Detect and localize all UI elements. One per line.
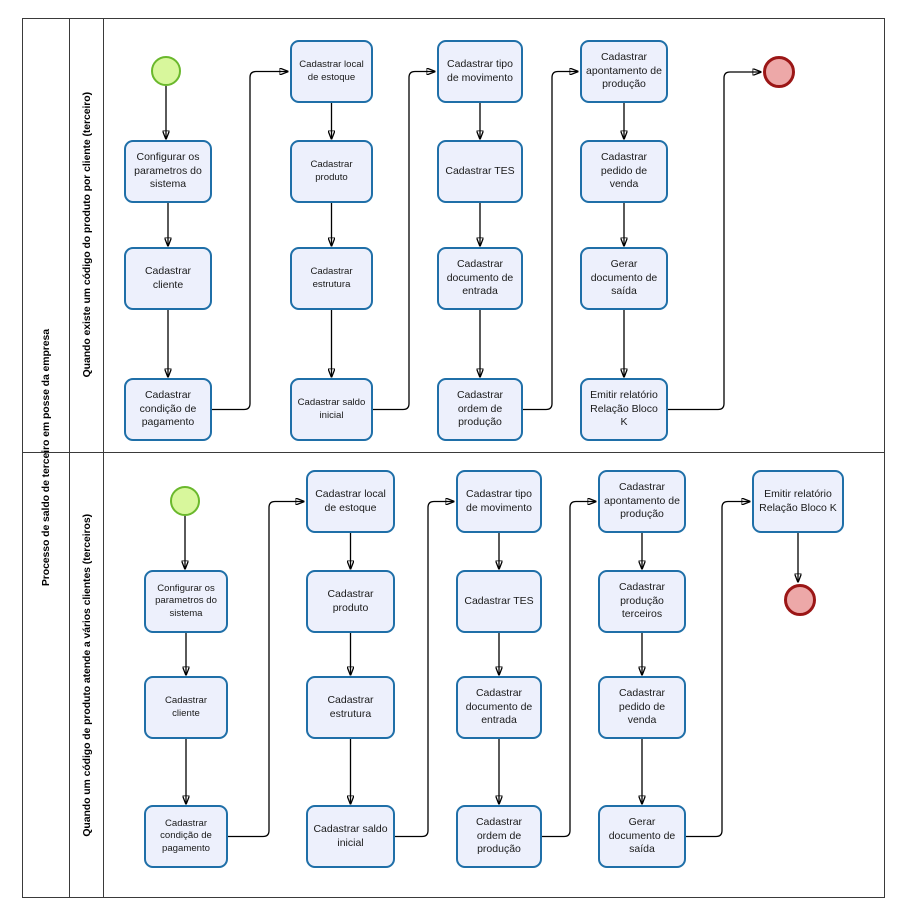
- task-bottom-c0-r0[interactable]: Configurar os parametros do sistema: [144, 570, 228, 633]
- lane-divider: [22, 452, 885, 453]
- task-bottom-c2-r1[interactable]: Cadastrar TES: [456, 570, 542, 633]
- task-top-c2-r3[interactable]: Cadastrar ordem de produção: [437, 378, 523, 441]
- task-top-c1-r3[interactable]: Cadastrar saldo inicial: [290, 378, 373, 441]
- end-event-top[interactable]: [763, 56, 795, 88]
- task-top-c0-r2[interactable]: Cadastrar condição de pagamento: [124, 378, 212, 441]
- pool-title: Processo de saldo de terceiro em posse d…: [22, 18, 70, 898]
- start-event-top[interactable]: [151, 56, 181, 86]
- start-event-bottom[interactable]: [170, 486, 200, 516]
- task-bottom-c3-r1[interactable]: Cadastrar produção terceiros: [598, 570, 686, 633]
- task-bottom-c0-r2[interactable]: Cadastrar condição de pagamento: [144, 805, 228, 868]
- task-top-c2-r1[interactable]: Cadastrar TES: [437, 140, 523, 203]
- lane-label-bottom: Quando um código de produto atende a vár…: [70, 452, 104, 898]
- task-top-c0-r1[interactable]: Cadastrar cliente: [124, 247, 212, 310]
- task-bottom-c2-r3[interactable]: Cadastrar ordem de produção: [456, 805, 542, 868]
- task-top-c3-r3[interactable]: Emitir relatório Relação Bloco K: [580, 378, 668, 441]
- task-top-c1-r0[interactable]: Cadastrar local de estoque: [290, 40, 373, 103]
- task-bottom-c0-r1[interactable]: Cadastrar cliente: [144, 676, 228, 739]
- task-bottom-c3-r2[interactable]: Cadastrar pedido de venda: [598, 676, 686, 739]
- task-top-c1-r2[interactable]: Cadastrar estrutura: [290, 247, 373, 310]
- task-top-c3-r2[interactable]: Gerar documento de saída: [580, 247, 668, 310]
- task-top-c2-r0[interactable]: Cadastrar tipo de movimento: [437, 40, 523, 103]
- task-bottom-c3-r0[interactable]: Cadastrar apontamento de produção: [598, 470, 686, 533]
- task-top-c1-r1[interactable]: Cadastrar produto: [290, 140, 373, 203]
- task-top-c3-r1[interactable]: Cadastrar pedido de venda: [580, 140, 668, 203]
- task-bottom-c2-r2[interactable]: Cadastrar documento de entrada: [456, 676, 542, 739]
- task-bottom-c4-r0[interactable]: Emitir relatório Relação Bloco K: [752, 470, 844, 533]
- task-top-c3-r0[interactable]: Cadastrar apontamento de produção: [580, 40, 668, 103]
- lane-label-top-text: Quando existe um código do produto por c…: [80, 92, 93, 378]
- task-bottom-c1-r2[interactable]: Cadastrar estrutura: [306, 676, 395, 739]
- task-bottom-c1-r3[interactable]: Cadastrar saldo inicial: [306, 805, 395, 868]
- lane-label-bottom-text: Quando um código de produto atende a vár…: [80, 513, 93, 837]
- task-bottom-c1-r0[interactable]: Cadastrar local de estoque: [306, 470, 395, 533]
- end-event-bottom[interactable]: [784, 584, 816, 616]
- task-bottom-c2-r0[interactable]: Cadastrar tipo de movimento: [456, 470, 542, 533]
- task-bottom-c3-r3[interactable]: Gerar documento de saída: [598, 805, 686, 868]
- task-bottom-c1-r1[interactable]: Cadastrar produto: [306, 570, 395, 633]
- task-top-c0-r0[interactable]: Configurar os parametros do sistema: [124, 140, 212, 203]
- pool-title-label: Processo de saldo de terceiro em posse d…: [39, 329, 52, 587]
- lane-label-top: Quando existe um código do produto por c…: [70, 18, 104, 452]
- task-top-c2-r2[interactable]: Cadastrar documento de entrada: [437, 247, 523, 310]
